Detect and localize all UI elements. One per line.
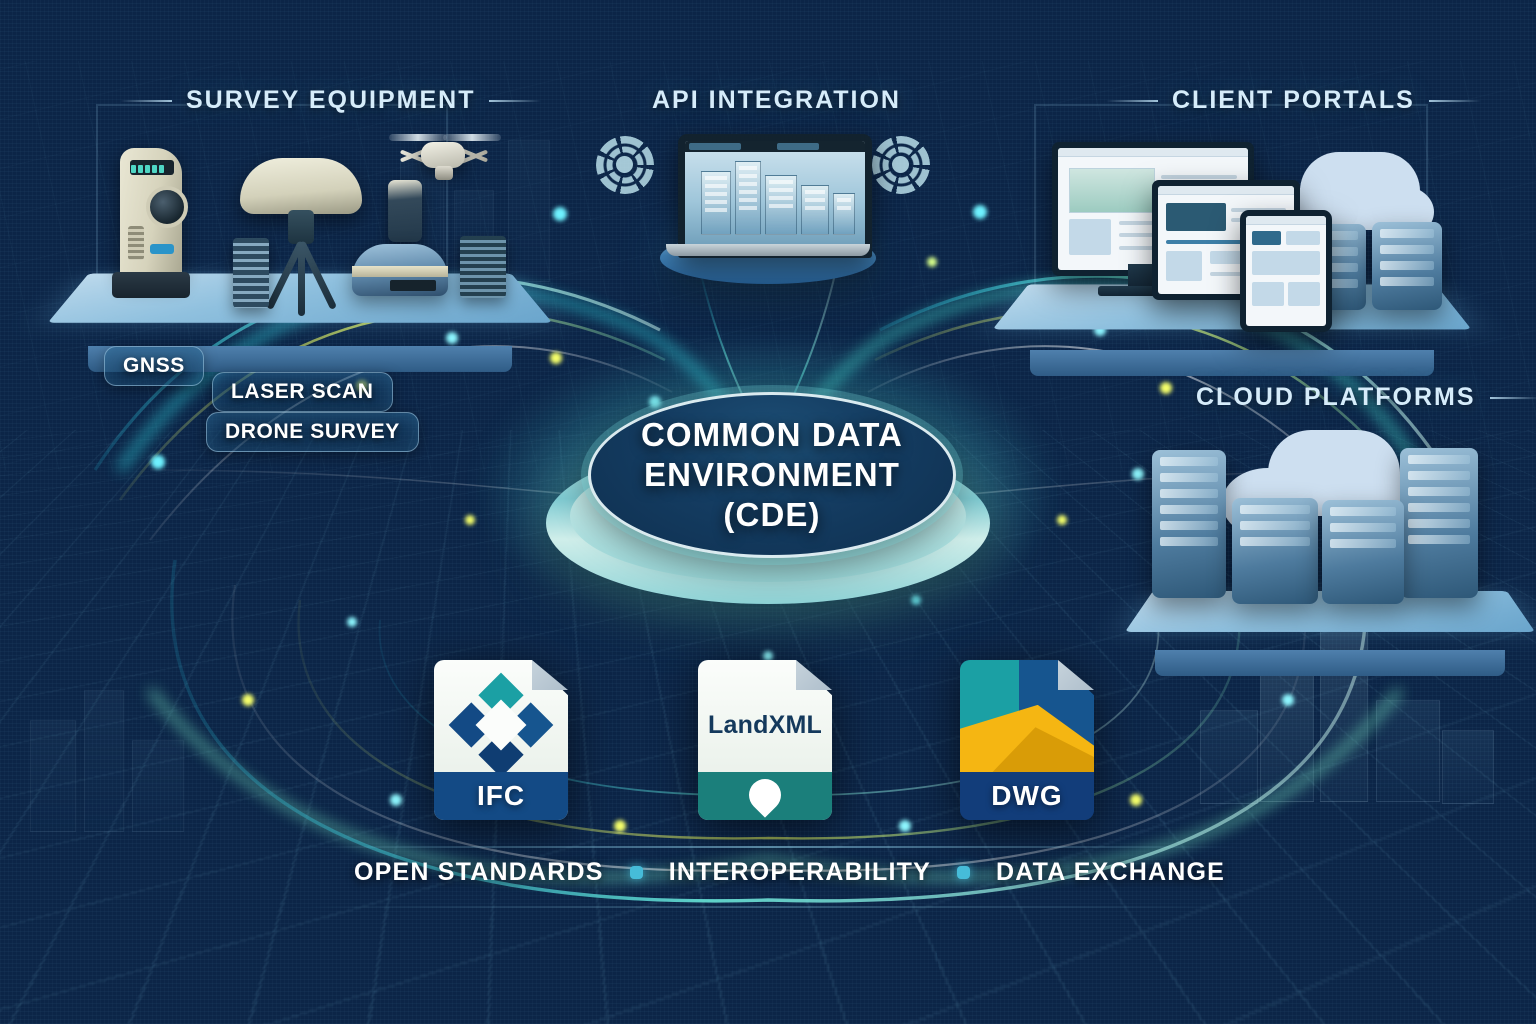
header-rule-right-2 [1428, 99, 1481, 102]
total-station-icon [112, 148, 210, 308]
dwg-label: DWG [991, 780, 1063, 811]
api-gear-core-left [616, 156, 633, 173]
section-header-client: CLIENT PORTALS [1106, 86, 1481, 115]
cde-hub[interactable]: COMMON DATA ENVIRONMENT (CDE) [588, 392, 956, 558]
dwg-fold-corner [1058, 660, 1094, 690]
cde-hub-title-line1: COMMON DATA [640, 415, 903, 453]
ifc-fold-corner [532, 660, 568, 690]
survey-title-text: SURVEY EQUIPMENT [186, 86, 476, 114]
dwg-geometry-icon [960, 660, 1094, 820]
landxml-wordmark-area: LandXML [698, 678, 832, 772]
equipment-case-icon [460, 236, 506, 298]
footer-item-data-exchange: DATA EXCHANGE [995, 858, 1225, 886]
cde-hub-title-line2: ENVIRONMENT (CDE) [644, 455, 900, 534]
client-monitor-foot [1098, 286, 1198, 296]
tag-laser-scan-label: LASER SCAN [231, 380, 374, 403]
drone-icon [389, 128, 501, 190]
map-pin-icon [742, 772, 788, 818]
footer-separator-dot-1 [629, 866, 643, 879]
footer-item-interoperability: INTEROPERABILITY [668, 858, 931, 886]
header-rule-left [120, 99, 172, 102]
background-city-left [20, 640, 320, 840]
footer-rule-top [300, 846, 1240, 848]
footer-rule-bottom [300, 906, 1240, 908]
ifc-footer: IFC [434, 772, 568, 820]
footer-taglines: OPEN STANDARDS INTEROPERABILITY DATA EXC… [354, 858, 1225, 887]
landxml-fold-corner [796, 660, 832, 690]
prism-pole-icon [233, 238, 269, 308]
header-rule-right-3 [1489, 396, 1536, 399]
tag-drone-survey[interactable]: DRONE SURVEY [206, 412, 419, 452]
api-title-text: API INTEGRATION [652, 86, 901, 114]
client-tablet-icon [1240, 210, 1332, 332]
background-city-skyline [1180, 600, 1510, 830]
tag-drone-survey-label: DRONE SURVEY [225, 420, 400, 443]
tag-laser-scan[interactable]: LASER SCAN [212, 372, 393, 412]
cloud-server-mid-right [1322, 500, 1404, 604]
api-laptop-base [666, 244, 870, 256]
tag-gnss-label: GNSS [123, 354, 185, 377]
api-gear-core-right [892, 156, 909, 173]
tag-gnss[interactable]: GNSS [104, 346, 204, 386]
gnss-antenna-icon [240, 158, 370, 316]
cloud-title-text: CLOUD PLATFORMS [1196, 383, 1476, 411]
laser-scanner-icon [352, 244, 448, 296]
dwg-footer: DWG [960, 772, 1094, 820]
file-card-dwg[interactable]: DWG [960, 660, 1094, 820]
battery-pack-icon [388, 180, 422, 242]
cde-hub-title: COMMON DATA ENVIRONMENT (CDE) [591, 415, 953, 536]
file-card-landxml[interactable]: LandXML [698, 660, 832, 820]
client-title-text: CLIENT PORTALS [1172, 86, 1415, 114]
section-header-survey: SURVEY EQUIPMENT [120, 86, 542, 115]
landxml-footer [698, 772, 832, 820]
client-server-rack-2 [1372, 222, 1442, 310]
footer-separator-dot-2 [956, 866, 970, 879]
cloud-server-mid-left [1232, 498, 1318, 604]
ifc-label: IFC [476, 780, 526, 811]
api-laptop-icon [678, 134, 872, 258]
ifc-icon-area [434, 672, 568, 778]
section-header-api: API INTEGRATION [652, 86, 901, 115]
header-rule-left-2 [1106, 99, 1158, 102]
landxml-wordmark: LandXML [708, 710, 822, 739]
file-card-ifc[interactable]: IFC [434, 660, 568, 820]
section-header-cloud: CLOUD PLATFORMS [1196, 383, 1536, 412]
cloud-server-tall-right [1400, 448, 1478, 598]
cloud-server-tall-left [1152, 450, 1226, 598]
footer-item-open-standards: OPEN STANDARDS [354, 858, 604, 886]
header-rule-right [489, 99, 542, 102]
